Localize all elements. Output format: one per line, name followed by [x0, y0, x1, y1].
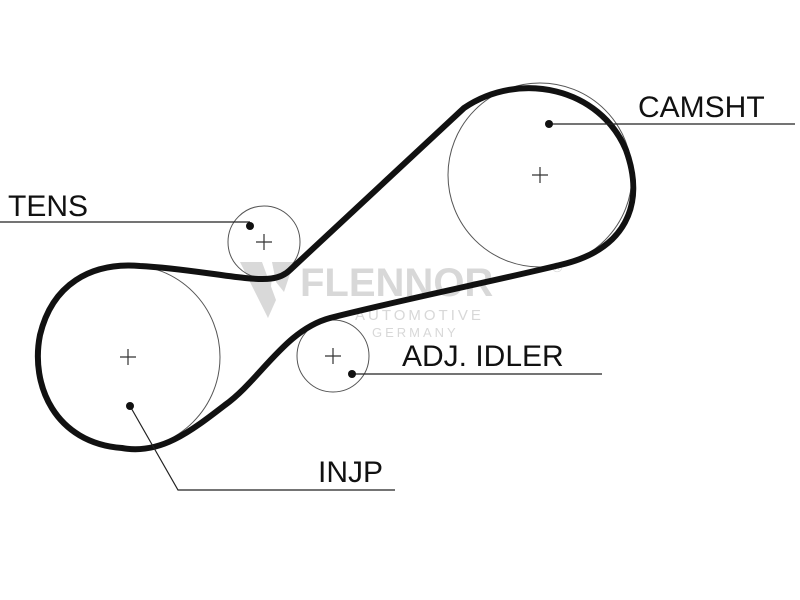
watermark-line2: GERMANY — [372, 325, 459, 340]
adjustable-idler-centre-mark — [325, 348, 341, 364]
adjustable-idler-dot — [348, 370, 356, 378]
injection-pump-label: INJP — [318, 456, 383, 489]
injection-pump-leader — [129, 405, 395, 491]
watermark-line1: AUTOMOTIVE — [355, 307, 484, 324]
tensioner-centre-mark — [256, 234, 272, 250]
leader-lines — [0, 123, 795, 491]
adjustable-idler-label: ADJ. IDLER — [402, 340, 564, 373]
watermark: FLENNOR ® AUTOMOTIVE GERMANY — [240, 259, 563, 340]
camshaft-label: CAMSHT — [638, 91, 765, 124]
centre-marks — [120, 167, 548, 365]
watermark-brand: FLENNOR — [300, 261, 493, 305]
camshaft-centre-mark — [532, 167, 548, 183]
camshaft-dot — [545, 120, 553, 128]
tensioner-label: TENS — [8, 190, 88, 223]
injection-pump-centre-mark — [120, 349, 136, 365]
leader-dots — [126, 120, 553, 410]
injection-pump-dot — [126, 402, 134, 410]
tensioner-dot — [246, 222, 254, 230]
timing-belt — [34, 85, 637, 453]
